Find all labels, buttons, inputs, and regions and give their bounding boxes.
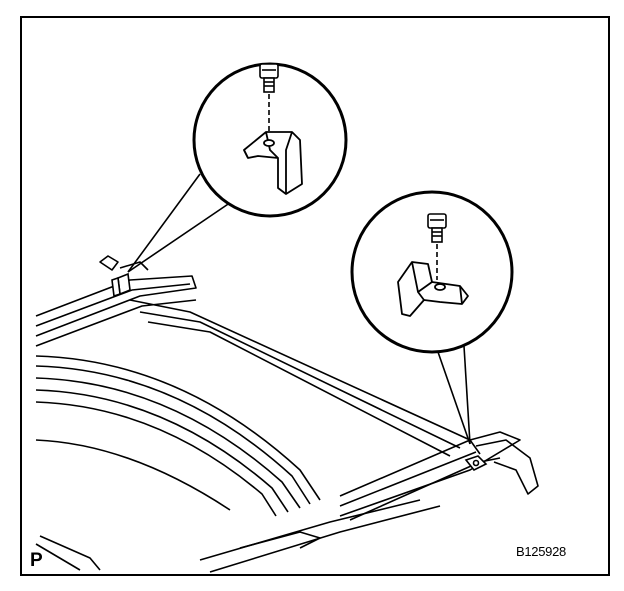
bracket-icon [243, 131, 303, 195]
figure-frame [20, 16, 610, 576]
bolt-icon [259, 63, 279, 93]
callout-circle-right [350, 190, 514, 354]
figure-id-label: B125928 [516, 544, 566, 559]
installed-bracket-right [464, 455, 488, 472]
bolt-icon [427, 213, 447, 243]
corner-mark-label: P [30, 550, 43, 571]
bracket-icon [397, 261, 469, 317]
callout-leaders [127, 173, 471, 445]
sunroof-housing [35, 255, 539, 573]
installed-bracket-left [111, 272, 131, 298]
callout-circle-top [192, 62, 348, 218]
